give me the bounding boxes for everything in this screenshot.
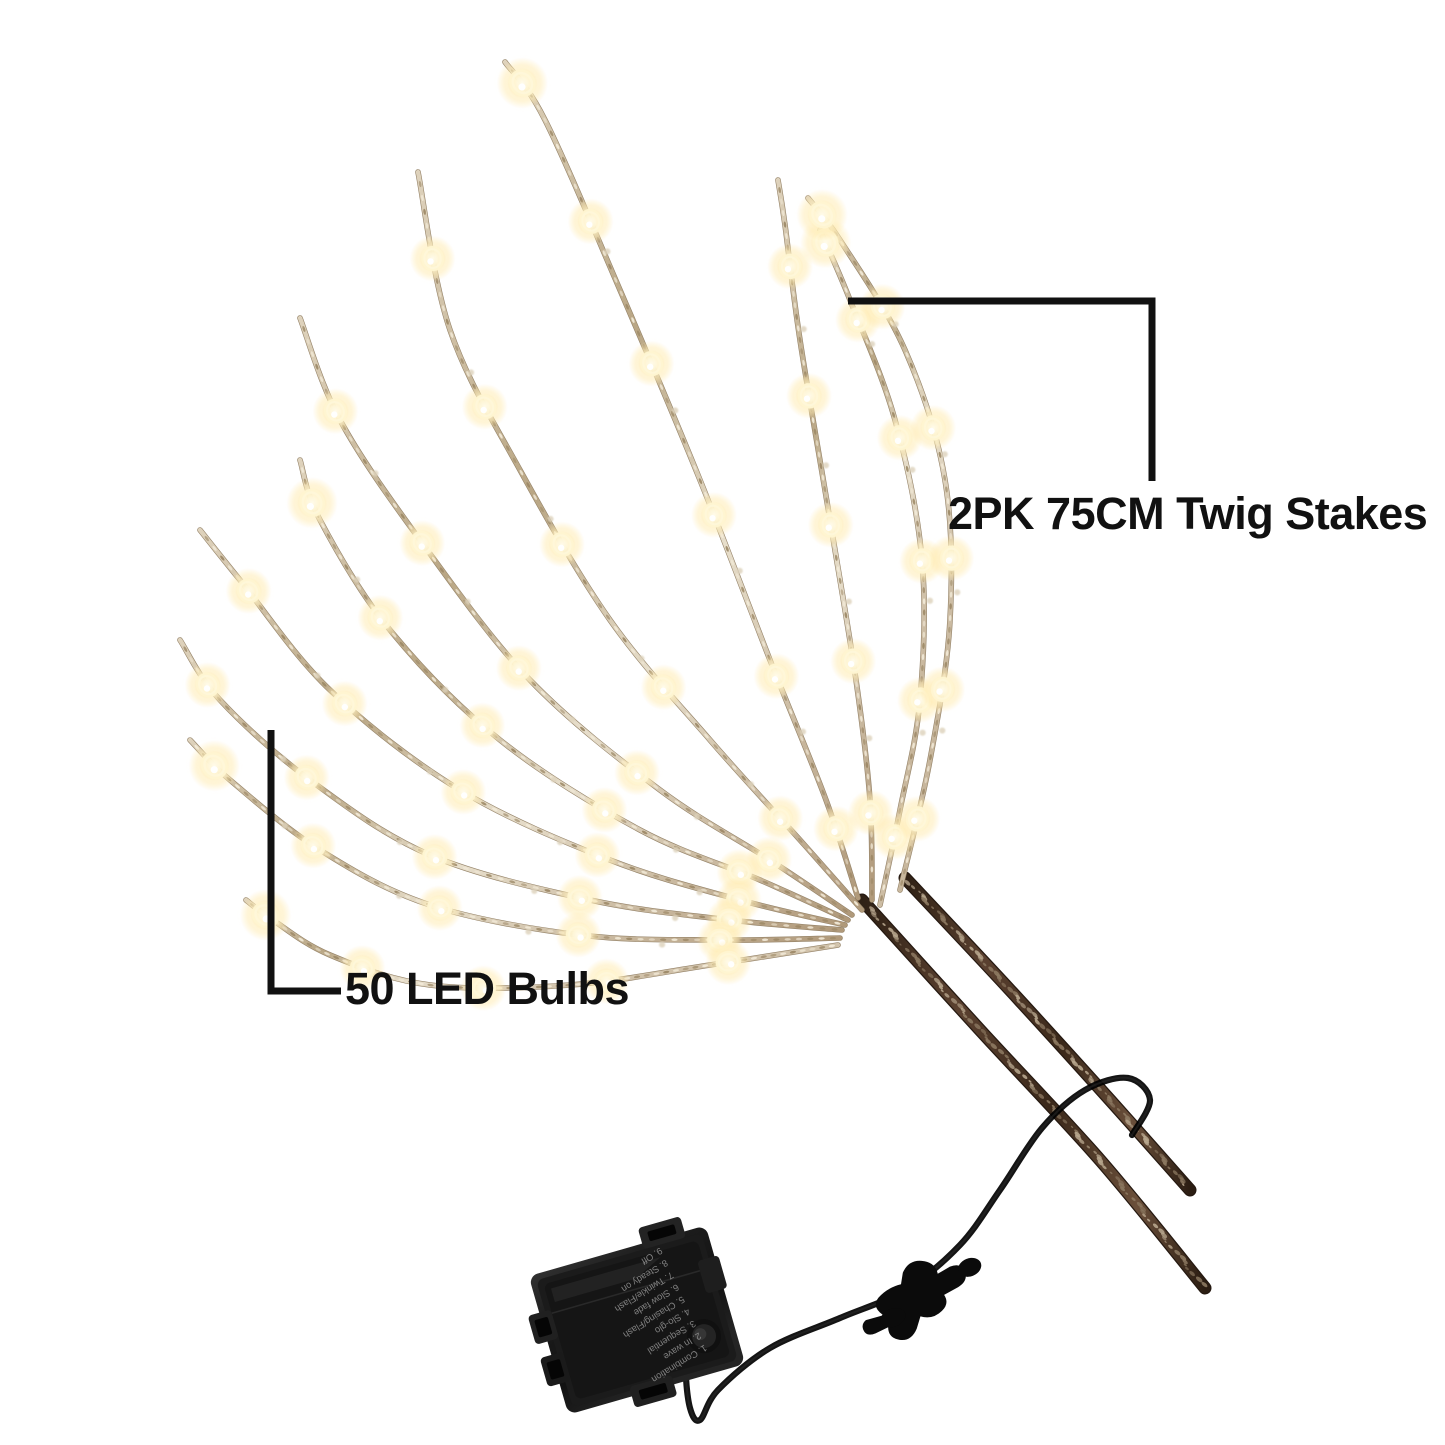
callout-bracket-twig-stakes — [848, 297, 1156, 481]
callout-label-twig-stakes: 2PK 75CM Twig Stakes — [948, 488, 1428, 539]
twig-stems-group — [855, 871, 1212, 1295]
inline-waterproof-connector — [862, 1257, 982, 1341]
callout-label-led-bulbs: 50 LED Bulbs — [345, 963, 630, 1014]
led-bulbs-group — [184, 57, 975, 1012]
callout-bracket-led-bulbs — [267, 730, 341, 995]
